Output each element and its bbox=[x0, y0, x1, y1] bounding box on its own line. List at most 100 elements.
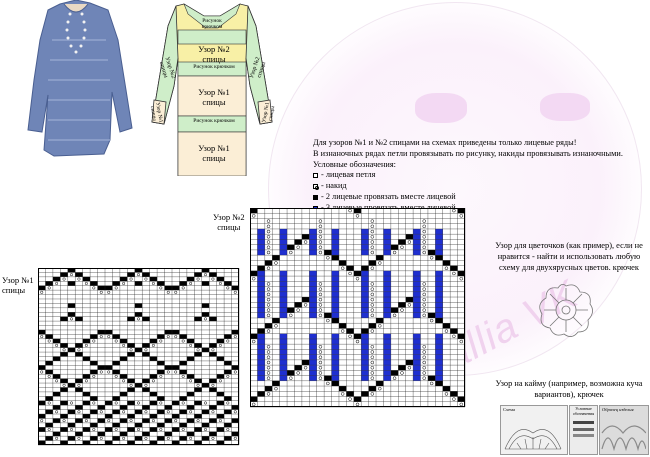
stitch-k2tog bbox=[67, 436, 76, 441]
stitch-k3tog bbox=[383, 365, 391, 371]
stitch-k3tog bbox=[435, 354, 443, 360]
stitch-yarn-over bbox=[318, 308, 323, 312]
stitch-k3tog bbox=[413, 281, 421, 287]
stitch-k3tog bbox=[257, 312, 265, 318]
stitch-k2tog bbox=[338, 260, 347, 266]
stitch-yarn-over bbox=[459, 214, 464, 218]
border-thumb-legend: Условные обозначения bbox=[569, 405, 598, 455]
stitch-k2tog bbox=[427, 312, 436, 318]
stitch-k2tog bbox=[194, 272, 202, 277]
pattern2-title: Узор №2 спицы bbox=[213, 212, 245, 232]
stitch-yarn-over bbox=[370, 219, 375, 223]
stitch-k3tog bbox=[413, 370, 421, 376]
stitch-k3tog bbox=[309, 370, 317, 376]
stitch-k2tog bbox=[75, 405, 83, 410]
stitch-yarn-over bbox=[370, 240, 375, 244]
stitch-k3tog bbox=[257, 234, 265, 240]
stitch-yarn-over bbox=[318, 235, 323, 239]
stitch-k2tog bbox=[194, 427, 202, 432]
stitch-k3tog bbox=[331, 333, 339, 339]
stitch-yarn-over bbox=[55, 379, 59, 383]
stitch-k3tog bbox=[279, 312, 288, 318]
stitch-yarn-over bbox=[174, 419, 178, 423]
stitch-yarn-over bbox=[422, 376, 426, 380]
legend-item-knit: - лицевая петля bbox=[313, 170, 650, 181]
stitch-k2tog bbox=[390, 244, 399, 250]
stitch-k2tog bbox=[149, 276, 158, 282]
stitch-k2tog bbox=[157, 422, 165, 428]
stitch-k2tog bbox=[119, 418, 128, 423]
stitch-k2tog bbox=[179, 396, 187, 401]
stitch-yarn-over bbox=[204, 317, 207, 321]
stitch-k2tog bbox=[331, 380, 339, 387]
schematic-pattern2-line1: Узор №2 bbox=[198, 44, 230, 54]
stitch-yarn-over bbox=[129, 383, 133, 387]
stitch-yarn-over bbox=[266, 360, 271, 365]
stitch-k3tog bbox=[361, 286, 369, 292]
stitch-yarn-over bbox=[370, 292, 375, 297]
stitch-k3tog bbox=[309, 244, 317, 250]
stitch-yarn-over bbox=[47, 339, 51, 343]
stitch-yarn-over bbox=[266, 282, 271, 286]
stitch-yarn-over bbox=[340, 392, 345, 396]
stitch-yarn-over bbox=[114, 428, 118, 432]
stitch-k2tog bbox=[231, 329, 239, 335]
stitch-k3tog bbox=[383, 234, 391, 240]
stitch-k2tog bbox=[331, 317, 339, 324]
pattern2-title-line1: Узор №2 bbox=[213, 212, 245, 222]
stitch-k3tog bbox=[435, 370, 443, 376]
stitch-k2tog bbox=[105, 414, 113, 419]
stitch-yarn-over bbox=[318, 282, 323, 286]
stitch-k2tog bbox=[127, 352, 135, 357]
stitch-yarn-over bbox=[318, 303, 323, 307]
stitch-k2tog bbox=[301, 297, 310, 303]
stitch-yarn-over bbox=[99, 370, 103, 374]
chart-gridlines bbox=[250, 208, 466, 408]
schematic-pattern1b-line1: Узор №1 bbox=[198, 143, 230, 153]
stitch-yarn-over bbox=[151, 379, 155, 383]
stitch-k3tog bbox=[257, 349, 265, 355]
stitch-k2tog bbox=[157, 334, 165, 339]
stitch-k3tog bbox=[331, 276, 339, 282]
stitch-k2tog bbox=[157, 409, 165, 415]
stitch-k2tog bbox=[142, 405, 150, 410]
stitch-k3tog bbox=[309, 344, 317, 350]
stitch-k2tog bbox=[127, 343, 135, 348]
stitch-k3tog bbox=[257, 297, 265, 303]
legend-text-yarn-over: - накид bbox=[321, 181, 347, 191]
stitch-k2tog bbox=[82, 427, 91, 432]
stitch-yarn-over bbox=[422, 303, 426, 307]
stitch-k3tog bbox=[413, 244, 421, 250]
stitch-k3tog bbox=[383, 370, 391, 376]
stitch-k2tog bbox=[134, 303, 143, 308]
stitch-k3tog bbox=[361, 270, 369, 277]
stitch-yarn-over bbox=[47, 286, 51, 290]
legend-text-k2tog: - 2 лицевые провязать вместе лицевой bbox=[321, 191, 456, 201]
stitch-k2tog bbox=[67, 268, 76, 273]
stitch-k2tog bbox=[164, 285, 172, 291]
stitch-yarn-over bbox=[370, 229, 375, 234]
stitch-k3tog bbox=[309, 365, 317, 371]
stitch-k3tog bbox=[331, 244, 339, 250]
stitch-yarn-over bbox=[422, 371, 426, 375]
stitch-k2tog bbox=[52, 418, 61, 423]
stitch-yarn-over bbox=[318, 297, 323, 302]
stitch-k2tog bbox=[38, 427, 46, 432]
stitch-k3tog bbox=[309, 354, 317, 360]
stitch-k2tog bbox=[287, 307, 295, 313]
schematic-pattern1a-label: Узор №1 спицы bbox=[190, 87, 238, 107]
stitch-k3tog bbox=[383, 249, 391, 256]
stitch-yarn-over bbox=[218, 419, 222, 423]
stitch-k3tog bbox=[257, 338, 265, 345]
border-thumb-schema: Схема bbox=[500, 405, 568, 455]
stitch-k2tog bbox=[194, 378, 202, 384]
legend-text-k3tog: - 3 лицевые провязать вместе лицевой bbox=[321, 202, 456, 212]
stitch-k2tog bbox=[405, 359, 414, 366]
stitch-k3tog bbox=[331, 307, 339, 313]
stitch-k2tog bbox=[112, 369, 120, 375]
stitch-yarn-over bbox=[459, 276, 464, 281]
stitch-yarn-over bbox=[326, 381, 330, 386]
stitch-k2tog bbox=[149, 374, 158, 379]
stitch-yarn-over bbox=[400, 308, 404, 312]
stitch-k3tog bbox=[383, 333, 391, 339]
